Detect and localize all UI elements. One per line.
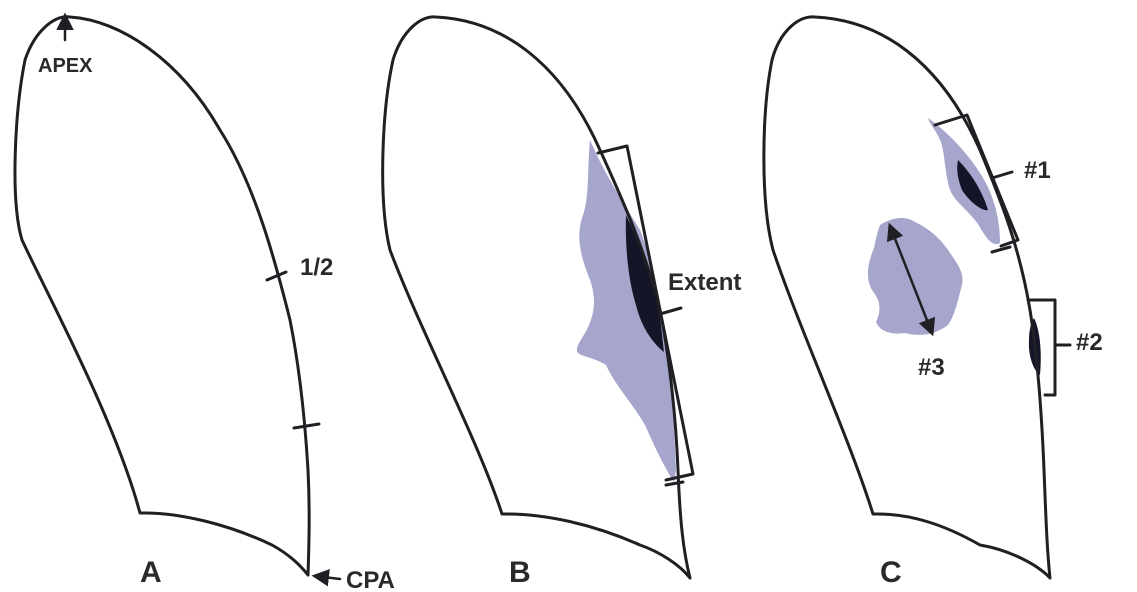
panel-c: #1 #2 #3 C bbox=[764, 17, 1103, 589]
lung-outline-a bbox=[15, 17, 309, 575]
lesion-1-label: #1 bbox=[1024, 157, 1051, 184]
extent-bottom-tick bbox=[666, 482, 683, 485]
cpa-arrow-icon bbox=[315, 576, 340, 579]
cpa-label: CPA bbox=[346, 567, 395, 592]
lesion-1-tick bbox=[992, 247, 1010, 252]
panel-a: APEX 1/2 CPA A bbox=[15, 16, 395, 592]
lesion-3-label: #3 bbox=[918, 354, 945, 381]
apex-label: APEX bbox=[38, 55, 93, 77]
lesion-2-label: #2 bbox=[1076, 329, 1103, 356]
nodule-c3 bbox=[868, 218, 963, 335]
panel-c-label: C bbox=[880, 556, 902, 589]
panel-a-label: A bbox=[140, 556, 162, 589]
half-label: 1/2 bbox=[300, 254, 333, 281]
panel-b: Extent B bbox=[383, 17, 742, 589]
extent-label: Extent bbox=[668, 269, 741, 296]
panel-b-label: B bbox=[509, 556, 531, 589]
lower-marker-tick bbox=[294, 424, 319, 428]
